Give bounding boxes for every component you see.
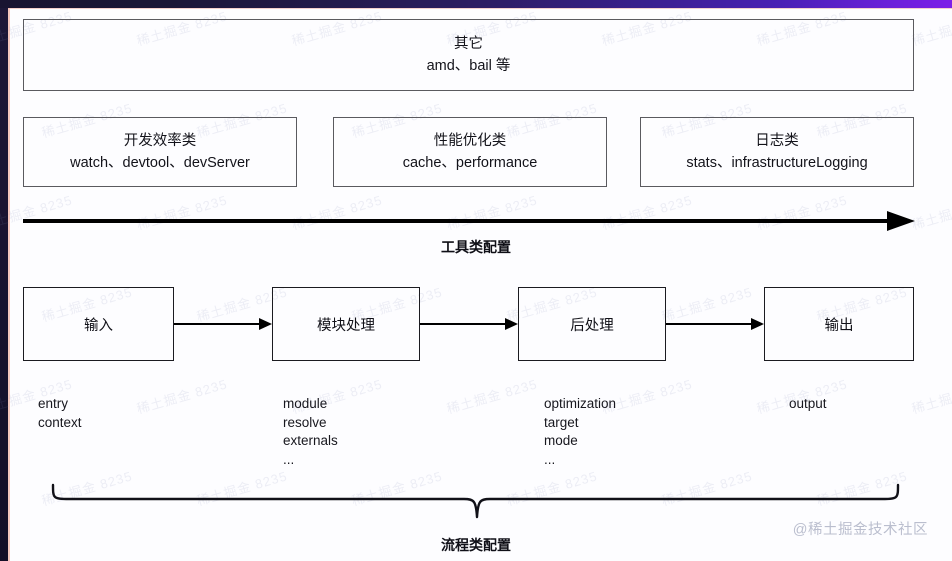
flow-stage-output-label: 输出 (824, 317, 854, 334)
category-box-dev-efficiency: 开发效率类 watch、devtool、devServer (23, 117, 297, 187)
category-box-logging: 日志类 stats、infrastructureLogging (640, 117, 914, 187)
watermark-tile: 稀土掘金 8235 (599, 557, 694, 561)
watermark-tile: 稀土掘金 8235 (445, 376, 540, 417)
category-box-other-title: 其它 (454, 36, 483, 52)
category-box-other-subtitle: amd、bail 等 (426, 58, 511, 74)
corner-watermark: @稀土掘金技术社区 (792, 522, 928, 538)
category-box-dev-efficiency-title: 开发效率类 (123, 133, 197, 149)
watermark-tile: 稀土掘金 8235 (444, 557, 539, 561)
flow-stage-input: 输入 (23, 287, 174, 361)
watermark-tile: 稀土掘金 8235 (910, 8, 952, 49)
category-box-dev-efficiency-subtitle: watch、devtool、devServer (70, 155, 250, 171)
flow-stage-input-label: 输入 (84, 317, 113, 334)
flow-stage-input-options: entry context (38, 396, 82, 430)
watermark-tile: 稀土掘金 8235 (909, 557, 952, 561)
category-box-performance: 性能优化类 cache、performance (333, 117, 607, 187)
category-box-logging-subtitle: stats、infrastructureLogging (686, 155, 868, 171)
watermark-tile: 稀土掘金 8235 (0, 557, 74, 561)
left-gradient-band (0, 8, 8, 561)
category-box-logging-title: 日志类 (755, 133, 799, 149)
flow-connector-arrow-icon-3 (666, 318, 764, 330)
watermark-tile: 稀土掘金 8235 (134, 557, 229, 561)
process-config-brace-icon (51, 483, 900, 519)
category-box-other: 其它 amd、bail 等 (23, 19, 914, 91)
process-config-label: 流程类配置 (441, 537, 511, 553)
watermark-tile: 稀土掘金 8235 (910, 192, 952, 233)
flow-stage-post-processing-options: optimization target mode ... (544, 396, 617, 467)
category-box-performance-title: 性能优化类 (433, 133, 507, 149)
watermark-tile: 稀土掘金 8235 (910, 376, 952, 417)
left-hairline (8, 8, 10, 561)
tool-config-arrow-icon (23, 211, 915, 231)
flow-stage-output-options: output (789, 396, 827, 411)
watermark-tile: 稀土掘金 8235 (754, 557, 849, 561)
flow-stage-module-processing-label: 模块处理 (317, 317, 375, 334)
flow-stage-module-processing-options: module resolve externals ... (283, 396, 338, 467)
watermark-tile: 稀土掘金 8235 (135, 376, 230, 417)
flow-connector-arrow-icon-1 (174, 318, 272, 330)
category-box-performance-subtitle: cache、performance (402, 155, 538, 171)
flow-stage-post-processing-label: 后处理 (570, 317, 614, 334)
flow-stage-post-processing: 后处理 (518, 287, 666, 361)
flow-connector-arrow-icon-2 (420, 318, 518, 330)
watermark-tile: 稀土掘金 8235 (289, 557, 384, 561)
tool-config-arrow-label: 工具类配置 (441, 239, 511, 255)
top-hairline (0, 8, 952, 9)
flow-stage-module-processing: 模块处理 (272, 287, 420, 361)
top-gradient-band (0, 0, 952, 8)
flow-stage-output: 输出 (764, 287, 914, 361)
